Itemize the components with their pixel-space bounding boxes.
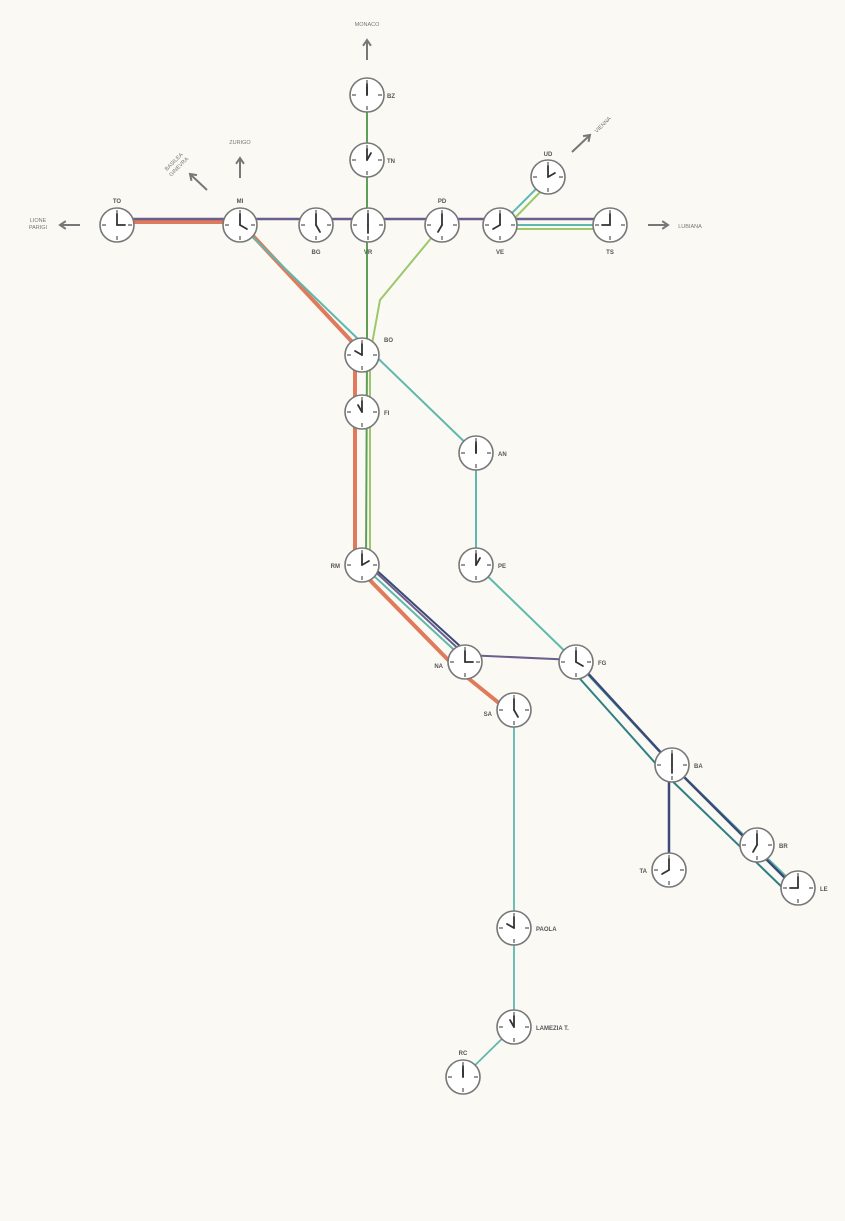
station-label: LAMEZIA T. <box>536 1026 569 1032</box>
station-label: VE <box>496 250 504 256</box>
direction-label: ZURIGO <box>229 140 251 146</box>
station-label: BR <box>779 844 788 850</box>
rail-line-teal <box>361 564 466 661</box>
station-label: UD <box>544 152 553 158</box>
station-label: BA <box>694 764 703 770</box>
station-ts[interactable]: TS <box>592 207 628 256</box>
direction-label: MONACO <box>355 22 380 28</box>
rail-line-navy <box>372 566 473 658</box>
station-label: RM <box>331 564 340 570</box>
station-fg[interactable]: FG <box>558 644 607 680</box>
station-br[interactable]: BR <box>739 827 788 863</box>
rail-line-lightgreen <box>369 224 443 566</box>
station-label: VR <box>364 250 373 256</box>
station-bz[interactable]: BZ <box>349 77 395 113</box>
station-lamezia[interactable]: LAMEZIA T. <box>496 1009 569 1045</box>
station-label: PE <box>498 564 506 570</box>
station-label: LE <box>820 887 828 893</box>
station-na[interactable]: NA <box>434 644 483 680</box>
station-ta[interactable]: TA <box>639 852 687 888</box>
station-pd[interactable]: PD <box>424 199 460 243</box>
station-le[interactable]: LE <box>780 870 828 906</box>
station-label: AN <box>498 452 507 458</box>
arrowhead-icon <box>582 133 592 143</box>
station-label: FG <box>598 661 607 667</box>
arrowhead-icon <box>235 156 245 165</box>
direction-monaco: MONACO <box>355 22 380 60</box>
station-label: MI <box>237 199 244 205</box>
station-pe[interactable]: PE <box>458 547 506 583</box>
station-ve[interactable]: VE <box>482 207 518 256</box>
station-label: TN <box>387 159 395 165</box>
station-label: BO <box>384 338 393 344</box>
station-label: BG <box>312 250 321 256</box>
station-to[interactable]: TO <box>99 199 135 243</box>
arrow-icon <box>571 134 591 153</box>
station-bo[interactable]: BO <box>344 337 393 373</box>
arrowhead-icon <box>362 38 372 47</box>
station-label: SA <box>484 712 493 718</box>
station-label: BZ <box>387 94 395 100</box>
station-fi[interactable]: FI <box>344 394 390 430</box>
arrowhead-icon <box>661 220 670 230</box>
station-label: NA <box>434 664 443 670</box>
direction-lubiana: LUBIANA <box>648 220 702 230</box>
station-label: TO <box>113 199 122 205</box>
arrowhead-icon <box>188 172 198 182</box>
station-ud[interactable]: UD <box>530 152 566 195</box>
station-label: TA <box>639 869 647 875</box>
station-vr[interactable]: VR <box>350 207 386 256</box>
station-label: PD <box>438 199 447 205</box>
station-label: RC <box>459 1051 468 1057</box>
station-mi[interactable]: MI <box>222 199 258 243</box>
station-bg[interactable]: BG <box>298 207 334 256</box>
station-label: FI <box>384 411 390 417</box>
station-an[interactable]: AN <box>458 435 507 471</box>
direction-label: LUBIANA <box>678 224 702 230</box>
station-rc[interactable]: RC <box>445 1051 481 1095</box>
station-rm[interactable]: RM <box>331 547 380 583</box>
station-label: TS <box>606 250 614 256</box>
station-label: PAOLA <box>536 927 557 933</box>
arrowhead-icon <box>58 220 67 230</box>
stations: BZ TN UD TO MI BG VR PD VE TS BO FI AN PE RM NA FG SA BA BR… <box>99 77 828 1095</box>
direction-zurigo: ZURIGO <box>229 140 251 178</box>
station-ba[interactable]: BA <box>654 747 703 783</box>
arrow-icon <box>189 173 208 191</box>
station-paola[interactable]: PAOLA <box>496 910 557 946</box>
station-sa[interactable]: SA <box>484 692 532 728</box>
station-tn[interactable]: TN <box>349 142 395 178</box>
